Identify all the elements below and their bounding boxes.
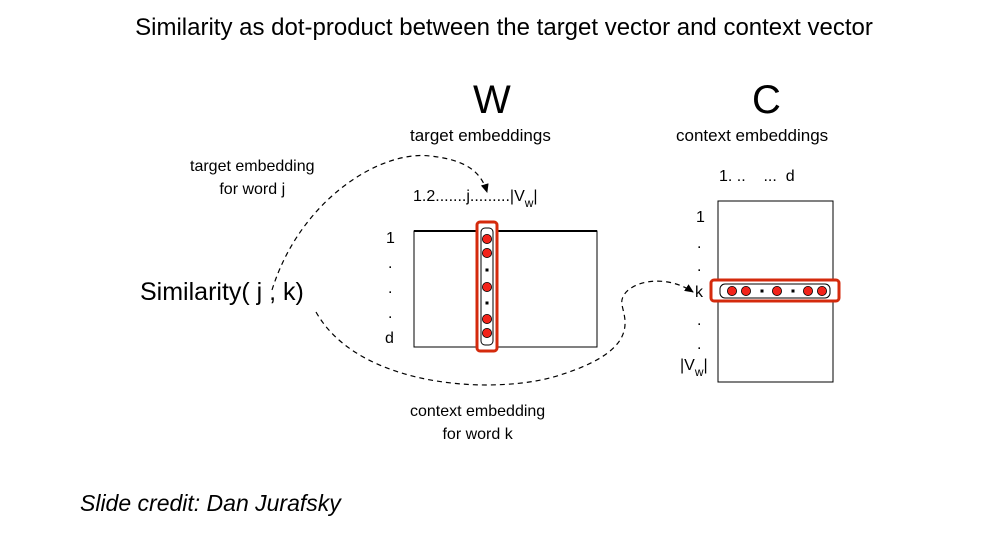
slide-title: Similarity as dot-product between the ta… — [135, 14, 873, 41]
vector-element-dot — [481, 233, 492, 244]
matrix-w-subtitle: target embeddings — [410, 126, 551, 145]
vector-element-dot — [772, 285, 783, 296]
similarity-label: Similarity( j , k) — [140, 278, 304, 306]
vector-element-dot — [481, 313, 492, 324]
target-embedding-annotation: target embedding for word j — [190, 155, 315, 201]
vector-element-dot — [817, 285, 828, 296]
matrix-w-box — [413, 230, 598, 348]
w-row-label: 1 — [386, 230, 395, 247]
context-annotation-line2: for word k — [442, 426, 513, 443]
w-row-label: . — [388, 305, 393, 322]
matrix-c-subtitle: context embeddings — [676, 126, 829, 145]
c-row-label: . — [697, 235, 702, 252]
context-arrow — [315, 280, 694, 386]
vector-element-dot — [727, 285, 738, 296]
context-vector-dots — [727, 285, 828, 296]
context-annotation-line1: context embedding — [410, 403, 546, 420]
c-last-prefix: |V — [680, 357, 695, 374]
w-row-label: d — [385, 330, 394, 347]
c-row-label-k: k — [695, 284, 703, 301]
slide-credit: Slide credit: Dan Jurafsky — [80, 490, 341, 516]
matrix-w-column-header: 1.2.......j.........|Vw| — [413, 188, 538, 210]
w-col-suffix: | — [533, 188, 538, 205]
vector-element-dot — [803, 285, 814, 296]
matrix-c-letter: C — [752, 78, 781, 122]
w-row-label: . — [388, 280, 393, 297]
c-row-label: . — [697, 312, 702, 329]
ellipsis-mark — [791, 289, 795, 293]
context-embedding-annotation: context embedding for word k — [410, 400, 545, 446]
vector-element-dot — [481, 281, 492, 292]
c-last-sub: w — [694, 365, 704, 379]
ellipsis-mark — [485, 268, 489, 272]
ellipsis-mark — [485, 301, 489, 305]
vector-element-dot — [481, 247, 492, 258]
c-row-label-vocab: |Vw| — [680, 357, 708, 379]
c-row-label: . — [697, 258, 702, 275]
target-annotation-line1: target embedding — [190, 158, 315, 175]
c-row-label: 1 — [696, 209, 705, 226]
vector-element-dot — [481, 327, 492, 338]
target-annotation-line2: for word j — [219, 181, 286, 198]
c-row-label: . — [697, 336, 702, 353]
w-col-sub: w — [524, 196, 534, 210]
target-vector-dots — [481, 233, 492, 338]
ellipsis-mark — [760, 289, 764, 293]
c-last-suffix: | — [703, 357, 708, 374]
matrix-w-letter: W — [473, 78, 511, 122]
target-arrow — [271, 154, 489, 291]
matrix-c-column-header: 1. .. ... d — [719, 168, 795, 185]
w-col-prefix: 1.2.......j.........|V — [413, 188, 525, 205]
vector-element-dot — [741, 285, 752, 296]
w-row-label: . — [388, 255, 393, 272]
